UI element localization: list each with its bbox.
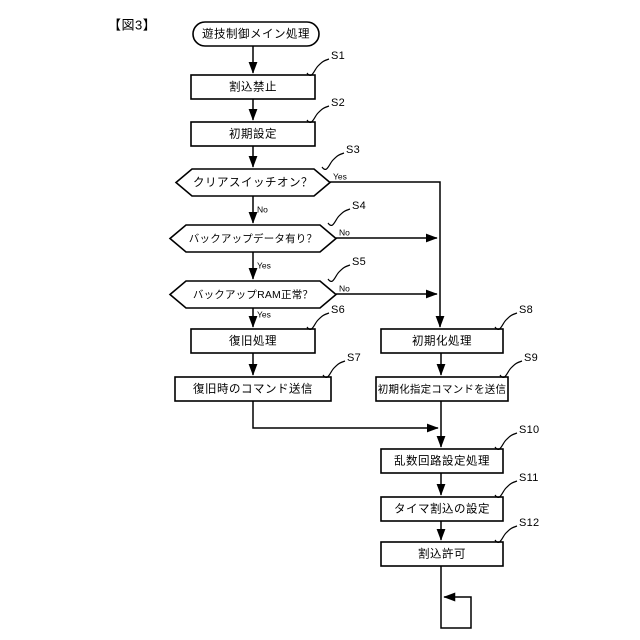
leader-line-s3	[321, 152, 345, 171]
step-label-s8: S8	[519, 304, 533, 316]
step-label-s12: S12	[519, 517, 539, 529]
node-label-s3: クリアスイッチオン？	[193, 176, 313, 189]
node-label-s9: 初期化指定コマンドを送信	[378, 382, 506, 395]
process-shape	[174, 376, 332, 402]
process-shape	[380, 496, 504, 522]
step-label-s3: S3	[346, 144, 360, 156]
step-label-s11: S11	[519, 472, 539, 484]
label-layer: S1S2S3S4S5S6S7S8S9S10S11S12YesNoNoYesNoY…	[257, 50, 539, 544]
decision-shape	[168, 280, 338, 309]
leader-line-s8	[494, 312, 518, 331]
branch-label-s3-no: No	[257, 204, 268, 214]
step-label-s2: S2	[331, 97, 345, 109]
node-s5: バックアップRAM正常？	[168, 280, 338, 309]
branch-label-s5-yes: Yes	[257, 309, 271, 319]
leader-line-s7	[322, 360, 346, 379]
process-shape	[375, 376, 509, 402]
branch-label-s4-yes: Yes	[257, 260, 271, 270]
process-shape	[190, 74, 316, 100]
process-shape	[380, 328, 504, 354]
process-shape	[190, 328, 316, 354]
decision-shape	[168, 224, 338, 253]
node-label-s10: 乱数回路設定処理	[394, 454, 490, 468]
connector-s12-loop	[440, 566, 472, 629]
branch-label-s5-no: No	[339, 283, 350, 293]
node-s12: 割込許可	[380, 541, 504, 567]
leader-line-s9	[499, 360, 523, 379]
terminator-shape	[192, 21, 320, 47]
figure-title: 【図3】	[108, 17, 156, 32]
node-s1: 割込禁止	[190, 74, 316, 100]
branch-label-s4-no: No	[339, 227, 350, 237]
node-label-s4: バックアップデータ有り？	[189, 232, 317, 245]
node-start: 遊技制御メイン処理	[192, 21, 320, 47]
step-label-s10: S10	[519, 424, 539, 436]
node-label-s12: 割込許可	[418, 547, 466, 561]
node-s6: 復旧処理	[190, 328, 316, 354]
leader-line-s6	[306, 312, 330, 331]
process-shape	[190, 121, 316, 147]
leader-line-s10	[494, 432, 518, 451]
leader-line-s1	[306, 58, 330, 77]
node-label-s6: 復旧処理	[229, 334, 277, 348]
step-label-s6: S6	[331, 304, 345, 316]
node-s2: 初期設定	[190, 121, 316, 147]
node-s3: クリアスイッチオン？	[174, 168, 332, 197]
node-s11: タイマ割込の設定	[380, 496, 504, 522]
connector-layer	[248, 46, 472, 629]
node-s7: 復旧時のコマンド送信	[174, 376, 332, 402]
node-label-s1: 割込禁止	[229, 80, 277, 94]
connector-s7-join	[252, 401, 439, 433]
leader-line-s5	[327, 264, 351, 283]
leader-line-s4	[327, 208, 351, 227]
leader-line-s2	[306, 105, 330, 124]
node-label-s7: 復旧時のコマンド送信	[193, 382, 313, 396]
node-s4: バックアップデータ有り？	[168, 224, 338, 253]
leader-line-s11	[494, 480, 518, 499]
node-label-s11: タイマ割込の設定	[394, 502, 490, 516]
node-label-s5: バックアップRAM正常？	[193, 288, 313, 301]
step-label-s5: S5	[352, 256, 366, 268]
decision-shape	[174, 168, 332, 197]
process-shape	[380, 541, 504, 567]
node-s8: 初期化処理	[380, 328, 504, 354]
node-s9: 初期化指定コマンドを送信	[375, 376, 509, 402]
connector-s3-yes-right	[330, 181, 445, 328]
leader-line-s12	[494, 525, 518, 544]
branch-label-s3-yes: Yes	[333, 171, 347, 181]
node-s10: 乱数回路設定処理	[380, 448, 504, 474]
step-label-s4: S4	[352, 200, 366, 212]
node-label-s2: 初期設定	[229, 127, 277, 141]
node-label-s8: 初期化処理	[412, 334, 472, 348]
node-label-start: 遊技制御メイン処理	[202, 27, 310, 41]
step-label-s9: S9	[524, 352, 538, 364]
step-label-s1: S1	[331, 50, 345, 62]
process-shape	[380, 448, 504, 474]
step-label-s7: S7	[347, 352, 361, 364]
